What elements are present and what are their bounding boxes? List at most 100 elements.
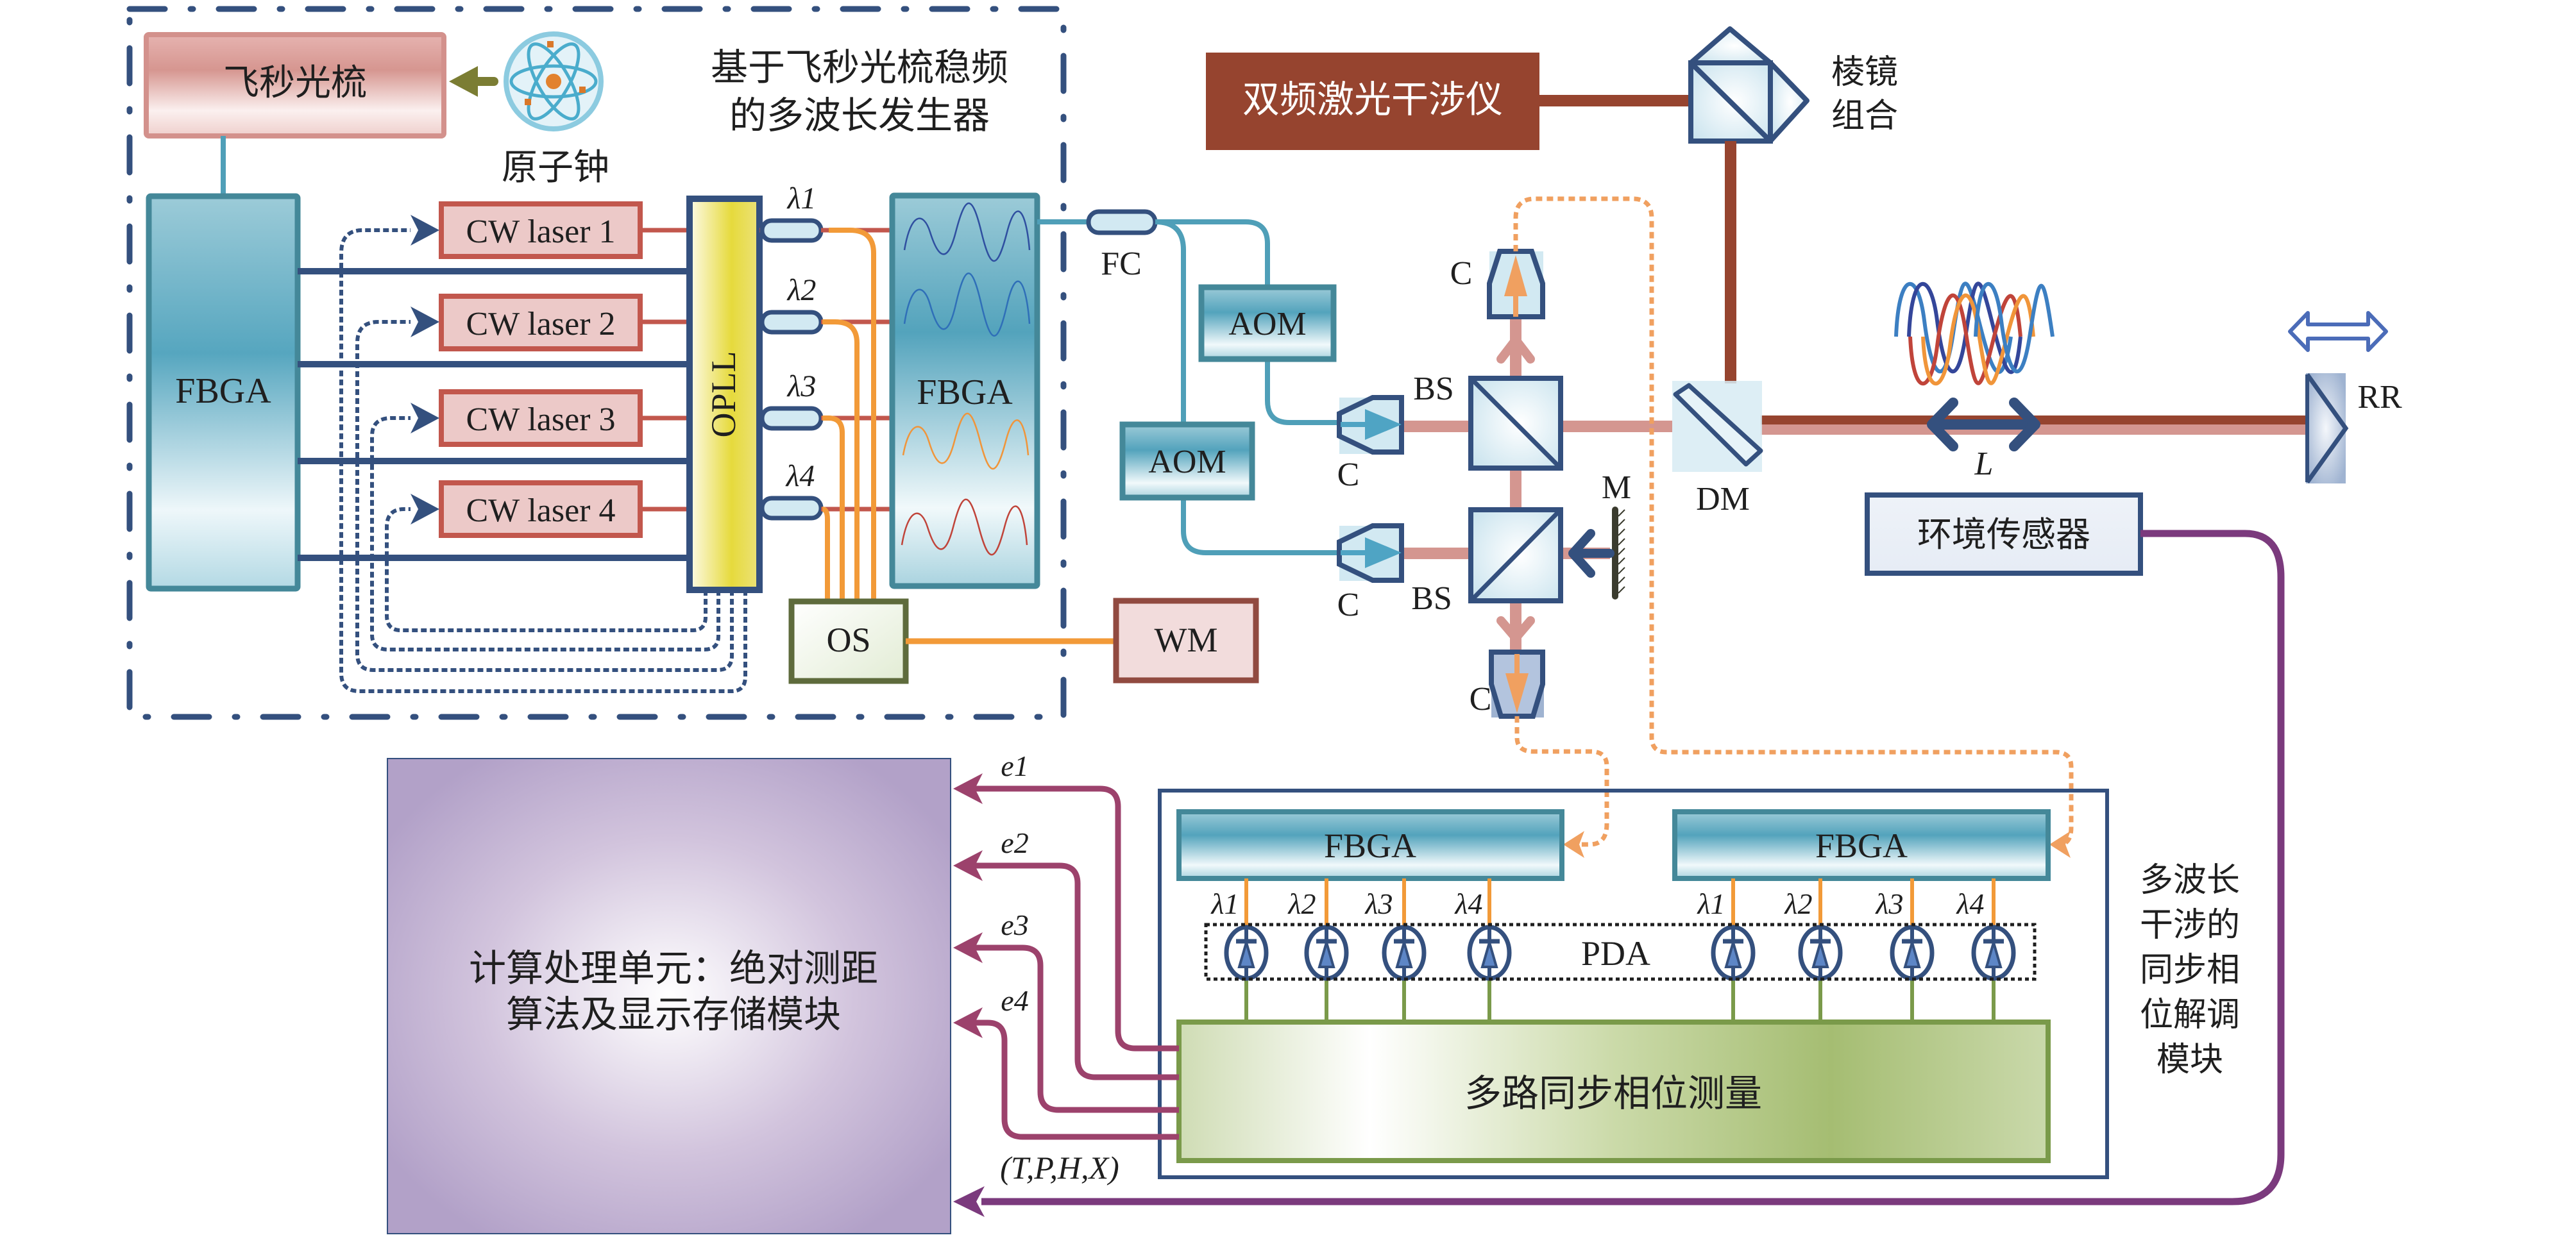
aom-top-label: AOM: [1228, 306, 1306, 342]
fbga-to-opll-lines: [298, 268, 690, 561]
cw-laser-2-label: CW laser 2: [466, 306, 616, 342]
signal-e4-label: e4: [1001, 984, 1028, 1017]
beam-splitter-bottom: [1468, 507, 1563, 603]
collimator-left-top-label: C: [1337, 457, 1360, 493]
signal-e2-label: e2: [1001, 827, 1028, 859]
feedback-arrowheads: [411, 215, 439, 524]
cw-laser-3: CW laser 3: [439, 389, 643, 447]
fbga-left-box: FBGA: [146, 193, 301, 592]
pda-label: PDA: [1581, 934, 1650, 973]
cw-laser-1: CW laser 1: [439, 201, 643, 259]
opll-box: OPLL: [686, 196, 763, 593]
fbga-demod-1-box: FBGA: [1176, 809, 1564, 881]
photodiode-icon: [1467, 878, 1512, 1022]
demod-lambda-4b: λ4: [1956, 887, 1985, 920]
env-sensor-label: 环境传感器: [1917, 514, 2090, 555]
phase-signal-arrowheads: [953, 773, 983, 1038]
retroreflector-icon: [2305, 373, 2349, 484]
demod-label-line5: 模块: [2157, 1041, 2223, 1079]
phase-measurement-label: 多路同步相位测量: [1464, 1071, 1762, 1115]
os-box: OS: [788, 598, 909, 684]
femto-comb-box: 飞秒光梳: [144, 32, 446, 138]
dual-freq-interferometer-box: 双频激光干涉仪: [1206, 53, 1539, 150]
cw-laser-2: CW laser 2: [439, 294, 643, 351]
distance-arrow-icon: [1927, 398, 2040, 451]
opll-label: OPLL: [704, 351, 743, 438]
reference-mirror-label: M: [1602, 469, 1631, 506]
signal-e1-label: e1: [1001, 750, 1028, 782]
beam-splitter-bottom-label: BS: [1411, 580, 1452, 617]
demod-module-border: [1158, 789, 2109, 1179]
collimator-top: [1487, 249, 1545, 319]
lambda-group-2-labels: λ1 λ2 λ3 λ4: [1697, 887, 1985, 920]
opll-feedback-loops: [339, 228, 747, 693]
compute-unit-line1: 计算处理单元：绝对测距: [469, 946, 878, 990]
collimator-left-bottom: [1337, 523, 1404, 583]
signal-e3-label: e3: [1001, 909, 1028, 941]
fbga-mid-box: FBGA: [889, 192, 1040, 589]
env-params-label: (T,P,H,X): [1000, 1150, 1119, 1186]
generator-title-line1: 基于飞秒光梳稳频: [711, 46, 1008, 89]
fbga-1-input-arrowhead: [1563, 831, 1584, 858]
waveform-3: [902, 412, 1030, 470]
cw-laser-4: CW laser 4: [439, 480, 643, 538]
laser-to-opll-lines: [640, 228, 690, 512]
demod-lambda-3b: λ3: [1875, 887, 1904, 920]
generator-title-line2: 的多波长发生器: [729, 94, 990, 137]
fbga-mid-label: FBGA: [917, 373, 1013, 412]
demod-lambda-4a: λ4: [1454, 887, 1483, 920]
photodiode-icon: [1890, 878, 1935, 1022]
env-params-arrowhead: [953, 1186, 985, 1217]
phase-signal-lines: [975, 785, 1179, 1140]
fbga-demod-2-label: FBGA: [1815, 827, 1908, 865]
cw-laser-4-label: CW laser 4: [466, 492, 616, 529]
aom-top-box: AOM: [1198, 284, 1337, 362]
compute-unit-line2: 算法及显示存储模块: [506, 993, 841, 1036]
aom-bottom-label: AOM: [1148, 444, 1226, 480]
beam-splitter-top-label: BS: [1413, 371, 1454, 407]
phase-measurement-box: 多路同步相位测量: [1176, 1020, 2051, 1163]
atomic-clock-label: 原子钟: [502, 147, 609, 189]
beam-splitter-top: [1468, 376, 1563, 471]
coupler-to-os-fibers: [822, 228, 876, 601]
femto-comb-label: 飞秒光梳: [223, 62, 367, 104]
reference-mirror-icon: [1568, 507, 1625, 600]
demod-label-line1: 多波长: [2140, 861, 2240, 900]
fbga-demod-2-box: FBGA: [1672, 809, 2051, 881]
cw-laser-3-label: CW laser 3: [466, 401, 616, 438]
fbga-2-input-arrowhead: [2049, 831, 2071, 858]
lambda-3-label: λ3: [786, 369, 817, 403]
demod-lambda-1b: λ1: [1697, 887, 1725, 920]
fc-coupler: [1086, 209, 1158, 235]
distance-label: L: [1974, 446, 1994, 482]
collimator-bottom-label: C: [1470, 681, 1492, 718]
fbga-demod-1-label: FBGA: [1324, 827, 1416, 865]
collimator-top-label: C: [1450, 255, 1473, 292]
lambda-2-label: λ2: [786, 273, 817, 307]
cw-laser-1-label: CW laser 1: [466, 214, 616, 250]
movement-double-arrow-icon: [2288, 311, 2388, 352]
collimator-to-fbga-fibers: [1513, 196, 2074, 847]
waveform-2: [903, 273, 1031, 337]
pda-diode-group: [1224, 878, 2016, 1022]
demod-label-line2: 干涉的: [2140, 906, 2240, 944]
clock-to-comb-arrow: [449, 66, 498, 97]
env-sensor-box: 环境传感器: [1865, 492, 2143, 576]
prism-assembly-icon: [1688, 26, 1809, 144]
dichroic-mirror-icon: [1672, 381, 1763, 472]
compute-unit-box: 计算处理单元：绝对测距 算法及显示存储模块: [387, 758, 951, 1234]
beam-direction-arrows: [1496, 332, 1535, 645]
waveform-1: [903, 202, 1031, 262]
waveform-4: [901, 498, 1028, 556]
dual-freq-interferometer-label: 双频激光干涉仪: [1242, 78, 1503, 121]
collimator-bottom: [1489, 650, 1545, 719]
photodiode-icon: [1224, 878, 1269, 1022]
fc-to-aom-fibers: [1155, 219, 1379, 555]
demod-lambda-3a: λ3: [1364, 887, 1393, 920]
env-sensor-to-compute-line: [981, 530, 2285, 1205]
aom-bottom-box: AOM: [1119, 421, 1255, 501]
fbga-left-label: FBGA: [175, 371, 271, 411]
os-label: OS: [826, 621, 870, 659]
generator-region: 基于飞秒光梳稳频 的多波长发生器 飞秒光梳 原子钟 FB: [126, 6, 1067, 720]
photodiode-icon: [1711, 878, 1756, 1022]
